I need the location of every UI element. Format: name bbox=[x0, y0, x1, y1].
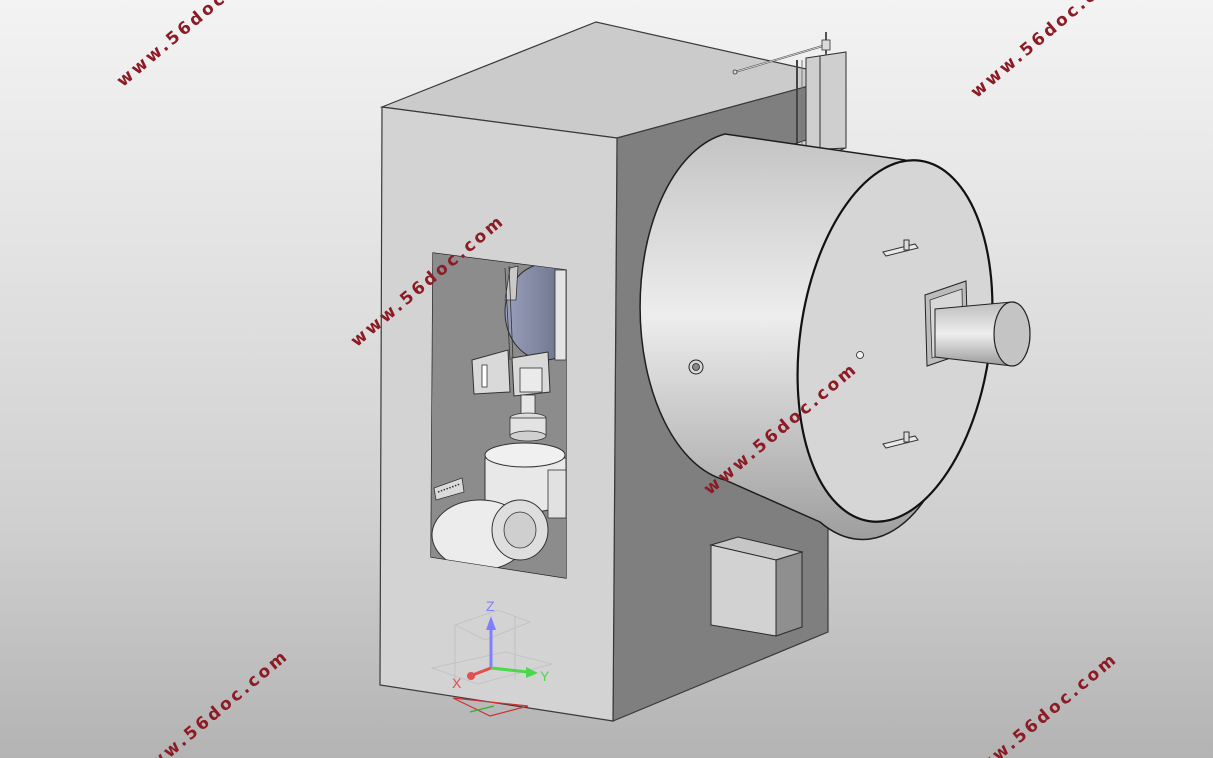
spindle bbox=[520, 394, 536, 416]
control-box bbox=[709, 536, 804, 637]
x-axis-label: X bbox=[452, 675, 462, 691]
internal-mechanism bbox=[431, 253, 566, 578]
coordinate-triad[interactable]: Z Y X bbox=[430, 598, 554, 717]
upper-handle bbox=[882, 239, 919, 257]
sensor-post bbox=[805, 51, 847, 151]
left-clamp bbox=[471, 349, 511, 395]
drum bbox=[639, 133, 1031, 541]
y-axis-label: Y bbox=[540, 668, 550, 684]
inspection-window bbox=[430, 252, 567, 579]
lower-handle bbox=[882, 431, 919, 449]
y-axis bbox=[490, 666, 529, 674]
z-axis-label: Z bbox=[486, 598, 495, 614]
